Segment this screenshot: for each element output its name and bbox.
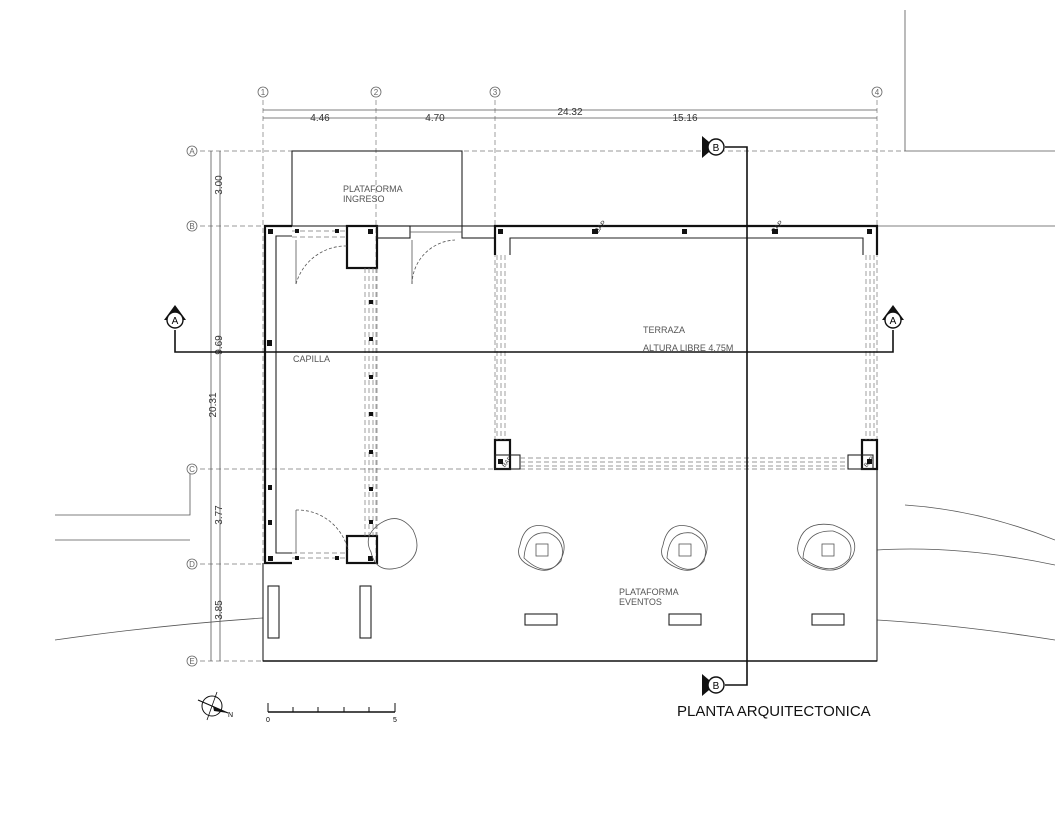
room-label: PLATAFORMA	[619, 587, 679, 597]
dimensions-vertical: 3.00 9.69 20.31 3.77 3.85	[208, 151, 225, 661]
north-label: N	[228, 712, 233, 719]
dim-label: 9.69	[214, 335, 225, 355]
dim-label: 4.46	[310, 113, 330, 124]
dimensions-horizontal: 4.46 4.70 24.32 15.16	[263, 107, 877, 124]
section-marker-label: B	[713, 143, 720, 154]
grid-label: B	[189, 222, 194, 231]
room-label: TERRAZA	[643, 325, 685, 335]
section-marker-label: A	[172, 316, 179, 327]
room-label: EVENTOS	[619, 597, 662, 607]
drawing-title: PLANTA ARQUITECTONICA	[677, 703, 871, 720]
grid-lines	[200, 100, 905, 662]
scale-bar: 0 5	[266, 703, 397, 724]
section-marker-label: A	[890, 316, 897, 327]
benches	[267, 585, 845, 639]
grid-label: C	[189, 465, 195, 474]
grid-label: 4	[875, 88, 880, 97]
dim-label: 24.32	[557, 107, 582, 118]
dim-label: 3.00	[214, 175, 225, 195]
chapel	[263, 224, 496, 565]
section-line-a: A A	[164, 305, 904, 353]
columns	[267, 229, 872, 561]
grid-label: A	[189, 147, 195, 156]
grid-label: 3	[493, 88, 498, 97]
events-platform	[262, 469, 878, 662]
scale-end: 5	[393, 717, 397, 724]
grid-bubbles-rows: A B C D E	[186, 145, 198, 667]
grid-label: E	[189, 657, 194, 666]
grid-bubbles-columns: 1 2 3 4	[257, 86, 883, 98]
scale-start: 0	[266, 717, 270, 724]
dim-label: 3.77	[214, 505, 225, 525]
section-marker-label: B	[713, 681, 720, 692]
room-label: INGRESO	[343, 194, 385, 204]
north-arrow-icon: N	[197, 691, 233, 721]
room-label: ALTURA LIBRE 4.75M	[643, 343, 733, 353]
grid-label: 2	[374, 88, 379, 97]
site-boundary	[54, 10, 1055, 641]
dim-label: 4.70	[425, 113, 445, 124]
dim-label: 3.85	[214, 600, 225, 620]
room-label: PLATAFORMA	[343, 184, 403, 194]
dim-label: 20.31	[208, 392, 219, 417]
grid-label: 1	[261, 88, 266, 97]
room-label: CAPILLA	[293, 354, 330, 364]
trees	[367, 518, 856, 571]
section-line-b: B B	[702, 136, 748, 696]
grid-label: D	[189, 560, 195, 569]
dim-label: 15.16	[672, 113, 697, 124]
column-tag: BAP	[501, 456, 513, 469]
